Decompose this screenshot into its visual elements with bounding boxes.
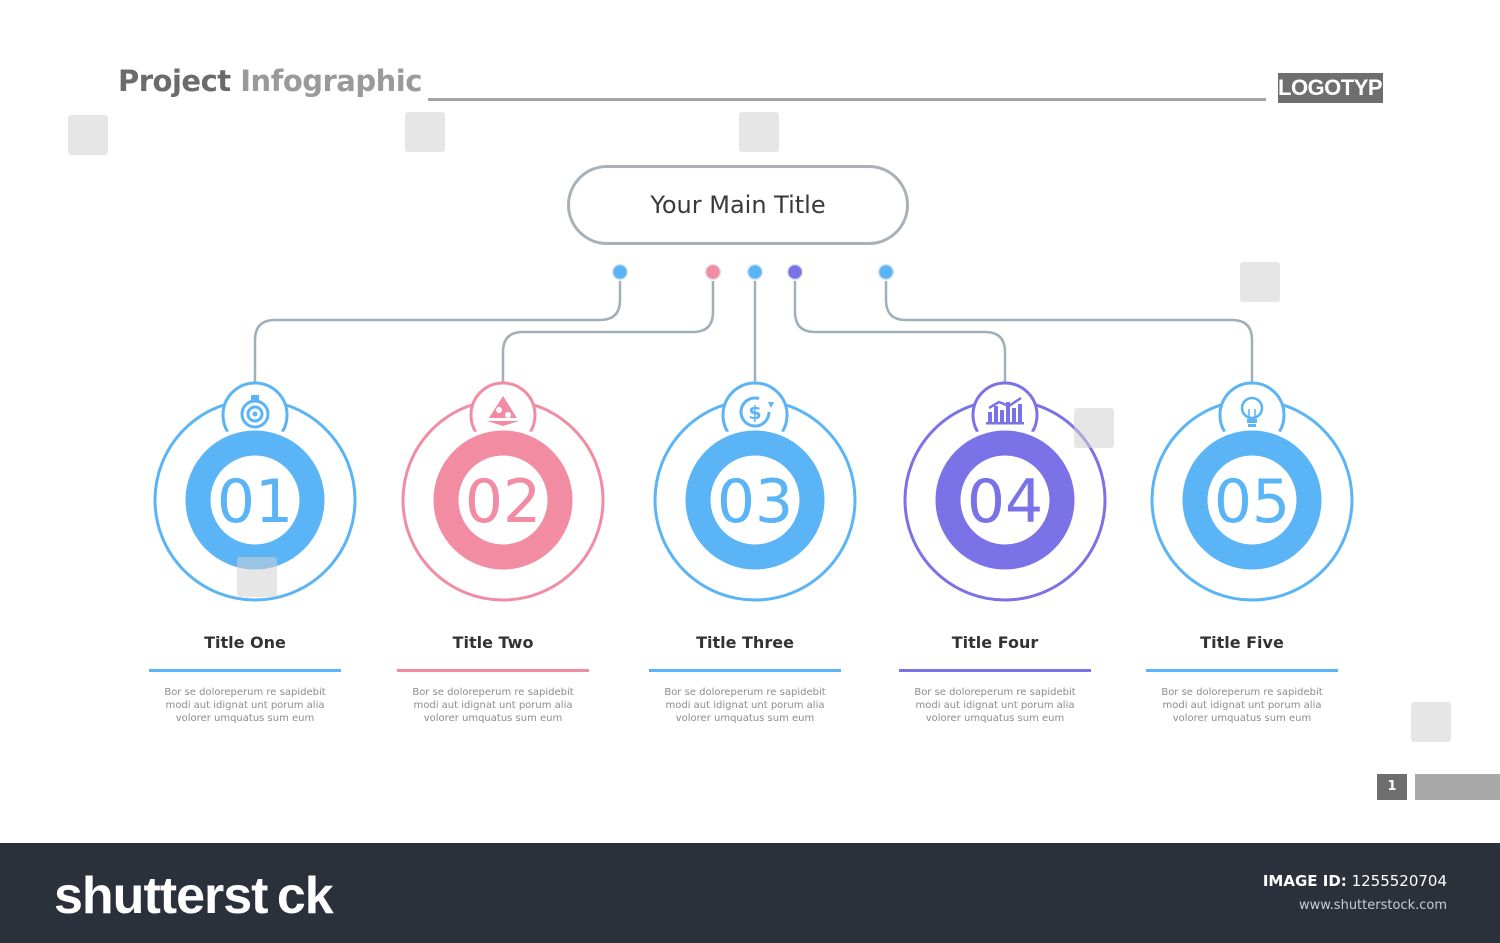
connector-dot-1 bbox=[611, 263, 629, 281]
connector-dot-5 bbox=[877, 263, 895, 281]
item-body-4: Bor se doloreperum re sapidebit modi aut … bbox=[895, 686, 1095, 725]
connector-line-2 bbox=[501, 272, 715, 385]
item-body-line: modi aut idignat unt porum alia bbox=[165, 700, 325, 711]
hierarchy-diagram: 01 02 03 $04 05 bbox=[153, 263, 1354, 602]
image-id-value: 1255520704 bbox=[1351, 872, 1447, 890]
footer-url[interactable]: www.shutterstock.com bbox=[1298, 898, 1447, 913]
main-title-pill: Your Main Title bbox=[567, 165, 909, 245]
item-body-line: Bor se doloreperum re sapidebit bbox=[664, 687, 826, 698]
item-body-line: volorer umquatus sum eum bbox=[925, 713, 1065, 724]
item-number-2: 02 bbox=[465, 467, 541, 537]
footer-bar bbox=[0, 843, 1500, 943]
item-body-line: Bor se doloreperum re sapidebit bbox=[164, 687, 326, 698]
page-title-part1: Project bbox=[118, 64, 231, 98]
item-inner-ring-5 bbox=[1182, 430, 1322, 570]
item-rule-1 bbox=[149, 669, 341, 672]
item-inner-ring-3 bbox=[685, 430, 825, 570]
recycle-icon bbox=[487, 396, 519, 426]
item-body-line: Bor se doloreperum re sapidebit bbox=[1161, 687, 1323, 698]
item-body-line: modi aut idignat unt porum alia bbox=[413, 700, 573, 711]
item-number-1: 01 bbox=[217, 467, 293, 537]
item-title-5: Title Five bbox=[1200, 633, 1284, 652]
item-inner-ring-4 bbox=[935, 430, 1075, 570]
stopwatch-icon bbox=[240, 395, 270, 429]
logo: LOGOTYPE bbox=[1278, 73, 1397, 103]
image-id-label: IMAGE ID: bbox=[1262, 872, 1347, 890]
item-inner-ring-2 bbox=[433, 430, 573, 570]
item-body-line: Bor se doloreperum re sapidebit bbox=[914, 687, 1076, 698]
item-body-line: modi aut idignat unt porum alia bbox=[1162, 700, 1322, 711]
item-rule-2 bbox=[397, 669, 589, 672]
header-divider bbox=[428, 98, 1266, 101]
watermark-tile bbox=[1411, 702, 1451, 742]
connector-dot-3 bbox=[746, 263, 764, 281]
connector-dot-2 bbox=[704, 263, 722, 281]
connector-line-4 bbox=[793, 272, 1007, 385]
item-body-3: Bor se doloreperum re sapidebit modi aut … bbox=[645, 686, 845, 725]
connector-line-5 bbox=[884, 272, 1254, 385]
item-body-line: volorer umquatus sum eum bbox=[423, 713, 563, 724]
item-body-line: Bor se doloreperum re sapidebit bbox=[412, 687, 574, 698]
main-title: Your Main Title bbox=[650, 191, 826, 219]
image-id: IMAGE ID: 1255520704 bbox=[1263, 872, 1447, 890]
item-body-line: volorer umquatus sum eum bbox=[1172, 713, 1312, 724]
item-title-4: Title Four bbox=[951, 633, 1039, 652]
watermark-tile bbox=[237, 557, 277, 597]
bar-chart-icon bbox=[986, 396, 1024, 425]
item-title-3: Title Three bbox=[696, 633, 794, 652]
item-rule-4 bbox=[899, 669, 1091, 672]
item-body-2: Bor se doloreperum re sapidebit modi aut … bbox=[393, 686, 593, 725]
item-number-4: 04 bbox=[967, 467, 1043, 537]
item-rule-5 bbox=[1146, 669, 1338, 672]
watermark-tile bbox=[405, 112, 445, 152]
page-bar bbox=[1415, 774, 1500, 800]
watermark-tile bbox=[68, 115, 108, 155]
item-title-1: Title One bbox=[204, 633, 286, 652]
item-body-line: modi aut idignat unt porum alia bbox=[915, 700, 1075, 711]
item-body-line: modi aut idignat unt porum alia bbox=[665, 700, 825, 711]
footer-brand-logo: shutterst ck bbox=[54, 867, 334, 925]
item-body-line: volorer umquatus sum eum bbox=[175, 713, 315, 724]
item-title-2: Title Two bbox=[452, 633, 534, 652]
lightbulb-icon bbox=[1240, 396, 1264, 427]
watermark-tile bbox=[1074, 408, 1114, 448]
connector-dot-4 bbox=[786, 263, 804, 281]
connector-line-1 bbox=[253, 272, 622, 385]
item-rule-3 bbox=[649, 669, 841, 672]
item-body-5: Bor se doloreperum re sapidebit modi aut … bbox=[1142, 686, 1342, 725]
svg-text:$: $ bbox=[748, 402, 761, 424]
dollar-cycle-icon: $ bbox=[739, 396, 774, 428]
watermark-tile bbox=[739, 112, 779, 152]
page-title-part2: Infographic bbox=[240, 64, 422, 98]
page-title: Project Infographic bbox=[118, 64, 422, 98]
item-number-5: 05 bbox=[1214, 467, 1290, 537]
item-number-3: 03 bbox=[717, 467, 793, 537]
page-number: 1 bbox=[1377, 774, 1407, 800]
watermark-tile bbox=[1240, 262, 1280, 302]
item-body-1: Bor se doloreperum re sapidebit modi aut … bbox=[145, 686, 345, 725]
item-body-line: volorer umquatus sum eum bbox=[675, 713, 815, 724]
